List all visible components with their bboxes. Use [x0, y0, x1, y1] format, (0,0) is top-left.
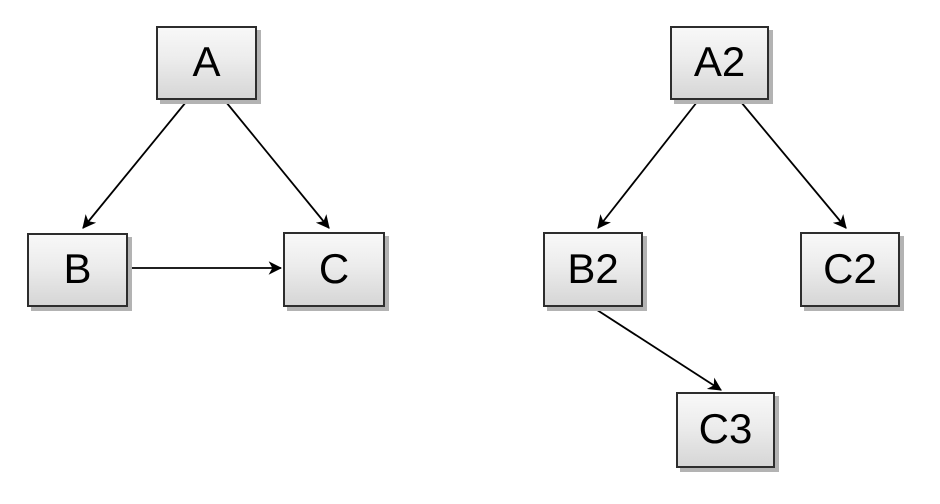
edges-group [82, 101, 847, 391]
node-A[interactable]: A [156, 26, 257, 100]
node-label-A: A [192, 38, 221, 85]
edge-A-B[interactable] [82, 101, 187, 229]
node-C3[interactable]: C3 [676, 392, 775, 468]
node-label-C3: C3 [698, 405, 753, 452]
node-A2[interactable]: A2 [670, 26, 769, 100]
edge-A-C[interactable] [225, 101, 330, 229]
node-label-B2: B2 [567, 244, 619, 292]
node-label-A2: A2 [693, 38, 746, 85]
node-C2[interactable]: C2 [800, 232, 900, 307]
node-label-C: C [318, 244, 350, 292]
node-C[interactable]: C [283, 232, 385, 307]
node-B2[interactable]: B2 [543, 232, 643, 307]
node-B[interactable]: B [27, 233, 128, 307]
edge-B2-C3[interactable] [593, 307, 722, 391]
node-label-B: B [63, 245, 92, 292]
edge-A2-C2[interactable] [740, 101, 847, 229]
node-label-C2: C2 [823, 244, 877, 292]
edge-A2-B2[interactable] [597, 101, 698, 229]
